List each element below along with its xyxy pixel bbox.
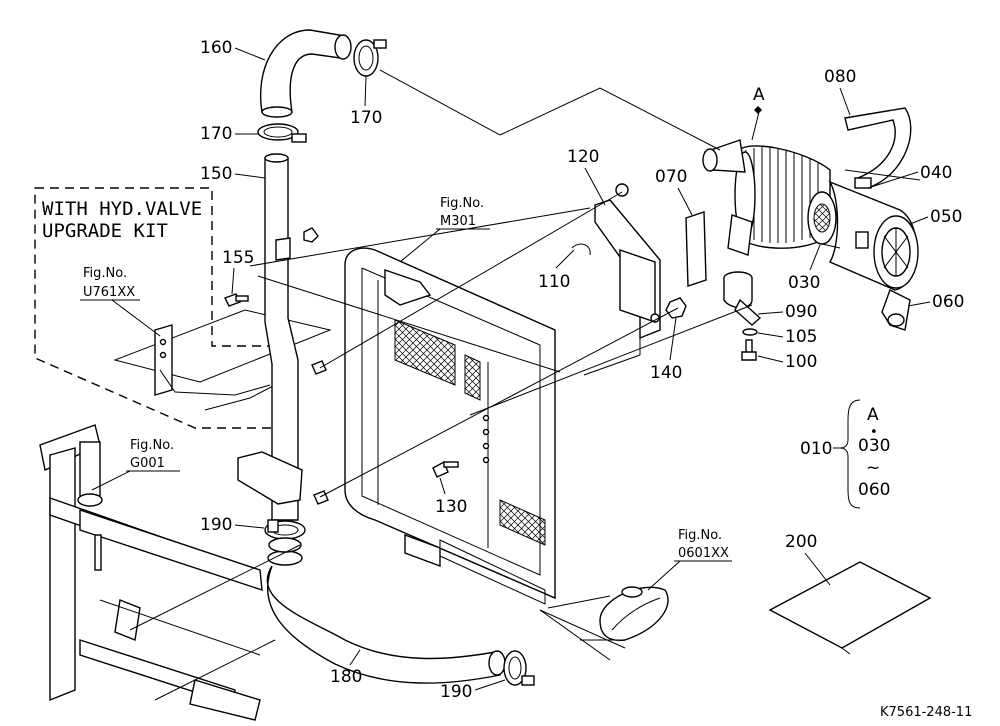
kit-note-line1: WITH HYD.VALVE — [42, 198, 202, 220]
strap-080 — [844, 107, 912, 189]
svg-text:150: 150 — [200, 164, 232, 184]
air-cleaner-cover-050 — [828, 180, 919, 291]
drawing-code: K7561-248-11 — [880, 705, 972, 720]
svg-text:170: 170 — [350, 108, 382, 128]
svg-text:Fig.No.: Fig.No. — [130, 438, 174, 453]
svg-text:080: 080 — [824, 67, 856, 87]
svg-text:030: 030 — [788, 273, 820, 293]
svg-text:U761XX: U761XX — [83, 285, 135, 300]
svg-text:070: 070 — [655, 167, 687, 187]
hose-0601xx — [599, 586, 669, 642]
clamp-190-lower — [503, 650, 535, 686]
svg-text:A: A — [867, 405, 879, 425]
callout-120: 120 — [567, 147, 606, 206]
marker-a: A — [753, 85, 765, 105]
callout-070: 070 — [655, 167, 693, 216]
svg-text:090: 090 — [785, 302, 817, 322]
svg-text:105: 105 — [785, 327, 817, 347]
lower-hose-180 — [266, 550, 506, 684]
svg-text:030: 030 — [858, 436, 890, 456]
svg-text:040: 040 — [920, 163, 952, 183]
svg-text:110: 110 — [538, 272, 570, 292]
chassis-frame — [39, 424, 276, 721]
marker-diamond — [754, 106, 762, 114]
callout-105: 105 — [757, 327, 817, 347]
callout-030: 030 — [788, 244, 821, 293]
svg-text:•: • — [870, 425, 878, 440]
callout-140: 140 — [650, 317, 682, 383]
bolt-130 — [432, 461, 459, 478]
callout-160: 160 — [200, 38, 266, 61]
svg-text:~: ~ — [866, 458, 880, 478]
washer-105 — [742, 328, 758, 336]
upper-hose-160 — [259, 29, 352, 118]
svg-text:120: 120 — [567, 147, 599, 167]
callout-170-upper: 170 — [350, 75, 382, 128]
kit-note-line2: UPGRADE KIT — [42, 220, 168, 242]
clamp-170-lower — [257, 123, 307, 143]
svg-text:155: 155 — [222, 248, 254, 268]
callout-050: 050 — [909, 207, 962, 227]
callout-060: 060 — [907, 292, 964, 312]
callout-190-lower: 190 — [440, 679, 506, 702]
svg-text:060: 060 — [932, 292, 964, 312]
bolt-155 — [224, 293, 249, 307]
band-090 — [723, 271, 762, 326]
svg-text:G001: G001 — [130, 456, 165, 471]
svg-text:Fig.No.: Fig.No. — [440, 196, 484, 211]
svg-text:190: 190 — [200, 515, 232, 535]
clamp-190-upper — [264, 519, 306, 553]
callout-090: 090 — [757, 302, 817, 322]
fig-ref-u761xx: Fig.No. U761XX — [80, 266, 161, 337]
svg-text:200: 200 — [785, 532, 817, 552]
svg-text:M301: M301 — [440, 214, 476, 229]
callout-100: 100 — [757, 352, 817, 372]
svg-text:0601XX: 0601XX — [678, 546, 729, 561]
callout-080: 080 — [824, 67, 856, 116]
callout-190-upper: 190 — [200, 515, 265, 535]
kit-bracket-plate — [113, 309, 332, 411]
svg-text:060: 060 — [858, 480, 890, 500]
bolt-100 — [741, 339, 757, 361]
bolt-radiator-b — [313, 490, 329, 505]
svg-text:190: 190 — [440, 682, 472, 702]
fig-ref-g001: Fig.No. G001 — [91, 438, 180, 491]
hook-110 — [571, 243, 591, 256]
air-pipe-150 — [237, 153, 303, 521]
element-030 — [807, 191, 841, 249]
callout-180: 180 — [330, 649, 362, 687]
assembly-lines — [129, 69, 921, 661]
radiator-frame — [344, 247, 556, 605]
nut-pipe — [303, 227, 319, 243]
assembly-note-010: A • 030 ~ 060 010 — [800, 399, 890, 509]
svg-text:140: 140 — [650, 363, 682, 383]
svg-text:130: 130 — [435, 497, 467, 517]
svg-text:Fig.No.: Fig.No. — [83, 266, 127, 281]
fig-ref-m301: Fig.No. M301 — [399, 196, 490, 263]
callout-200: 200 — [785, 532, 831, 586]
svg-text:Fig.No.: Fig.No. — [678, 528, 722, 543]
svg-text:100: 100 — [785, 352, 817, 372]
valve-060 — [881, 289, 911, 331]
callout-130: 130 — [435, 477, 467, 517]
air-cleaner-body — [702, 139, 831, 256]
bracket-120 — [594, 183, 661, 355]
callout-150: 150 — [200, 164, 266, 184]
nut-140 — [665, 297, 687, 319]
callout-155: 155 — [222, 248, 254, 295]
fig-ref-0601xx: Fig.No. 0601XX — [647, 528, 732, 591]
bolt-radiator-a — [311, 360, 327, 375]
svg-text:180: 180 — [330, 667, 362, 687]
callout-170-lower: 170 — [200, 124, 258, 144]
svg-text:170: 170 — [200, 124, 232, 144]
pad-070 — [685, 211, 707, 287]
svg-text:050: 050 — [930, 207, 962, 227]
callout-110: 110 — [538, 249, 575, 292]
svg-text:160: 160 — [200, 38, 232, 58]
svg-text:010: 010 — [800, 439, 832, 459]
plate-200 — [768, 561, 932, 655]
callout-040: 040 — [867, 163, 952, 189]
